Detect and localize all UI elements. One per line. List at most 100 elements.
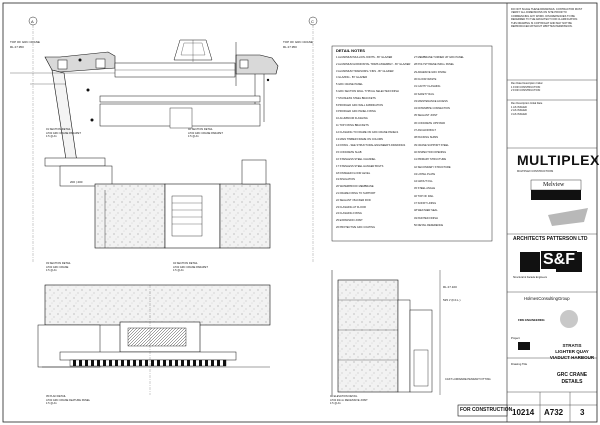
detail-title: 02 SECTION DETAIL xyxy=(188,128,213,131)
detail-note-item: 46 TOP OF RAIL xyxy=(414,194,434,198)
annotation-ffl: 525 // (F.F.L.) xyxy=(443,298,461,302)
melview-logo: Melview xyxy=(543,182,565,188)
detail-note-item: 14 FIXING - SEE STRUCTURAL ENGINEER'S DR… xyxy=(336,144,406,148)
detail-note-item: 32 SAFETY RAIL xyxy=(414,92,435,96)
detail-note-item: 2 ALUMINIUM HORIZONTAL TRIMS ASSEMBLY - … xyxy=(336,62,411,66)
detail-subtitle: A732 GRC CRANE PARAPET xyxy=(46,131,81,135)
annotation-rl: RL 27.100 xyxy=(443,285,457,289)
plan-detail-05 xyxy=(37,284,271,395)
detail-note-item: 33 MAINTENANCE ACCESS xyxy=(414,99,448,103)
detail-note-item: 45 STEEL ANGLE xyxy=(414,187,436,191)
grid-marker-a xyxy=(28,16,38,262)
detail-note-item: 22 SEALANT / BACKER ROD xyxy=(336,198,371,202)
general-note-line: REPRODUCED WITHOUT WRITTEN PERMISSION. xyxy=(511,25,573,28)
general-note-line: VERIFY ALL DIMENSIONS ON SITE PRIOR TO xyxy=(511,11,567,15)
detail-note-item: 39 CRANE SUPPORT STEEL xyxy=(414,143,449,147)
annotation-level-left: RL 27.950 xyxy=(10,45,24,49)
status-stamp: FOR CONSTRUCTION xyxy=(460,407,513,413)
project-name-3: VIADUCT HARBOUR xyxy=(549,355,595,360)
detail-note-item: 8 PROFILED GRC WALL FABRICATION xyxy=(336,103,384,107)
detail-note-item: 5 GRC CRANE PANEL xyxy=(336,83,363,87)
revision-number: 3 xyxy=(580,408,585,417)
detail-note-item: 41 PRIMARY STRUCTURE xyxy=(414,158,447,162)
table-row: 1 AS ISSUED xyxy=(511,106,527,109)
detail-note-item: 47 SOFFIT LINING xyxy=(414,202,437,205)
general-note-line: DO NOT SCALE THESE DRAWINGS. CONTRACTOR … xyxy=(511,8,583,11)
general-note-line: THIS DRAWING IS COPYRIGHT AND MAY NOT BE xyxy=(511,21,572,25)
annotation-top-of-crane-left: TOP OF GRC CRANE xyxy=(10,40,40,44)
detail-note-item: 13 MAIN TIMBER FRAME ON COLUMN xyxy=(336,137,383,141)
detail-note-item: 27 MEMBRANE TURNED UP GRC PANEL xyxy=(414,56,464,59)
grid-label-a: A xyxy=(31,19,34,24)
detail-subtitle: A732 GRC CRANE PARAPET xyxy=(188,131,223,135)
detail-note-item: 1 ALUMINIUM MULLION JOINTS - BY GLAZIER xyxy=(336,56,393,59)
project-name-2: LIGHTER QUAY xyxy=(555,349,589,354)
floor-slab-upper xyxy=(99,95,261,129)
detail-scale: 1:5 @ A1 xyxy=(46,402,57,405)
annotation-level-right: RL 27.950 xyxy=(283,45,297,49)
detail-note-item: 15 CONCRETE SLAB xyxy=(336,151,362,155)
detail-note-item: 30 FLOOR WASTE xyxy=(414,77,437,81)
fire-logo: FIRE ENGINEERING xyxy=(518,318,545,322)
annotation-top-of-crane-right: TOP OF GRC CRANE xyxy=(283,40,313,44)
detail-note-item: 40 INSPECTION OPENING xyxy=(414,150,447,154)
detail-scale: 1:5 @ A1 xyxy=(330,402,341,405)
detail-note-item: 23 FLASHING AT FLOOR xyxy=(336,205,366,209)
table-header: Rev Date Description Initial xyxy=(511,82,543,85)
table-header: Rev Description Initial Date xyxy=(511,102,543,105)
holmes-logo: HolmesConsultingGroup xyxy=(524,296,570,301)
drawing-title-1: GRC CRANE xyxy=(556,372,588,378)
detail-subtitle: A732 20mm RECESSIVE JOINT xyxy=(330,398,368,402)
section-detail-01 xyxy=(10,51,116,186)
detail-note-item: 48 WEATHER SEAL xyxy=(414,209,438,213)
job-number: 10214 xyxy=(512,408,535,417)
table-row: 2 AS ISSUED xyxy=(511,109,527,113)
table-row: 2 FOR CONSTRUCTION xyxy=(511,89,541,93)
detail-note-item: 24 FLASHING FIXING xyxy=(336,212,362,216)
glazing-head xyxy=(114,39,236,78)
grid-label-c: C xyxy=(311,19,314,24)
detail-note-item: 49 PAINTED FINISH xyxy=(414,216,438,220)
detail-note-item: 6 GRC SECTION WALL TYPICAL SELECTED FINI… xyxy=(336,90,399,93)
detail-note-item: 36 CONCRETE UPSTAND xyxy=(414,121,446,125)
detail-notes-title: DETAIL NOTES xyxy=(336,48,365,53)
detail-note-item: 20 WATERPROOF MEMBRANE xyxy=(336,185,374,189)
detail-subtitle: A732 GRC CRANE xyxy=(46,265,69,269)
detail-note-item: 19 INSULATION xyxy=(336,178,355,182)
detail-note-item: 43 LINTEL PLATE xyxy=(414,172,436,176)
sf-sub: Structural & Facade Engineers xyxy=(513,276,548,279)
detail-title: 06 ELEVATION DETAIL xyxy=(330,395,358,398)
detail-note-item: 31 CAVITY FLASHING xyxy=(414,85,441,89)
architect-name: ARCHITECTS PATTERSON LTD xyxy=(513,236,588,242)
multiplex-logo: MULTIPLEX xyxy=(517,152,600,168)
detail-note-item: 26 PROTECTIVE GRC COATING xyxy=(336,226,376,229)
sf-logo: S&F xyxy=(541,251,577,269)
detail-note-item: 18 FINISHED FLOOR LEVEL xyxy=(336,171,371,175)
detail-note-item: 17 STAINLESS STEEL HANGER BOLTS xyxy=(336,164,384,168)
detail-scale: 1:5 @ A1 xyxy=(173,269,184,272)
general-note-line: REFERRED TO THE ARCHITECT FOR CLARIFICAT… xyxy=(511,18,578,22)
detail-subtitle: A732 GRC CRANE PARAPET xyxy=(173,265,208,269)
general-note-line: COMMENCING ANY WORK. DISCREPANCIES TO BE xyxy=(511,14,575,18)
detail-scale: 1:5 @ A1 xyxy=(46,269,57,272)
detail-note-item: 29 ADHESIVE GRC FINISH xyxy=(414,70,447,74)
grid-marker-c xyxy=(308,16,318,262)
detail-note-item: 37 ANCHOR BOLT xyxy=(414,129,437,132)
section-detail-04 xyxy=(164,159,271,249)
drawing-title-2: DETAILS xyxy=(561,379,583,385)
detail-note-item: 28 POLYSTYRENE INFILL PANEL xyxy=(414,63,455,67)
detail-note-item: 44 GROUT FILL xyxy=(414,180,433,184)
detail-note-item: 9 PROFILED GRC PANEL FIXING xyxy=(336,110,376,114)
detail-title: 04 SECTION DETAIL xyxy=(173,262,198,265)
detail-title: 01 SECTION DETAIL xyxy=(46,128,71,131)
table-row: 1 FOR CONSTRUCTION xyxy=(511,86,541,89)
detail-note-item: 10 ALUMINIUM FLASHING xyxy=(336,117,368,121)
detail-note-item: 7 STAINLESS STEEL BRACKETS xyxy=(336,96,376,100)
detail-note-item: 3 ALUMINIUM TRANSOMS / FINS - BY GLAZIER xyxy=(336,69,394,73)
detail-note-item: 21 FRAME FIXING TO SUPPORT xyxy=(336,192,376,195)
detail-note-item: 16 STAINLESS STEEL CHANNEL xyxy=(336,158,376,161)
project-label: Project xyxy=(511,336,520,340)
detail-note-item: 50 DETAIL REFERENCE xyxy=(414,223,444,227)
section-detail-02 xyxy=(235,42,279,122)
